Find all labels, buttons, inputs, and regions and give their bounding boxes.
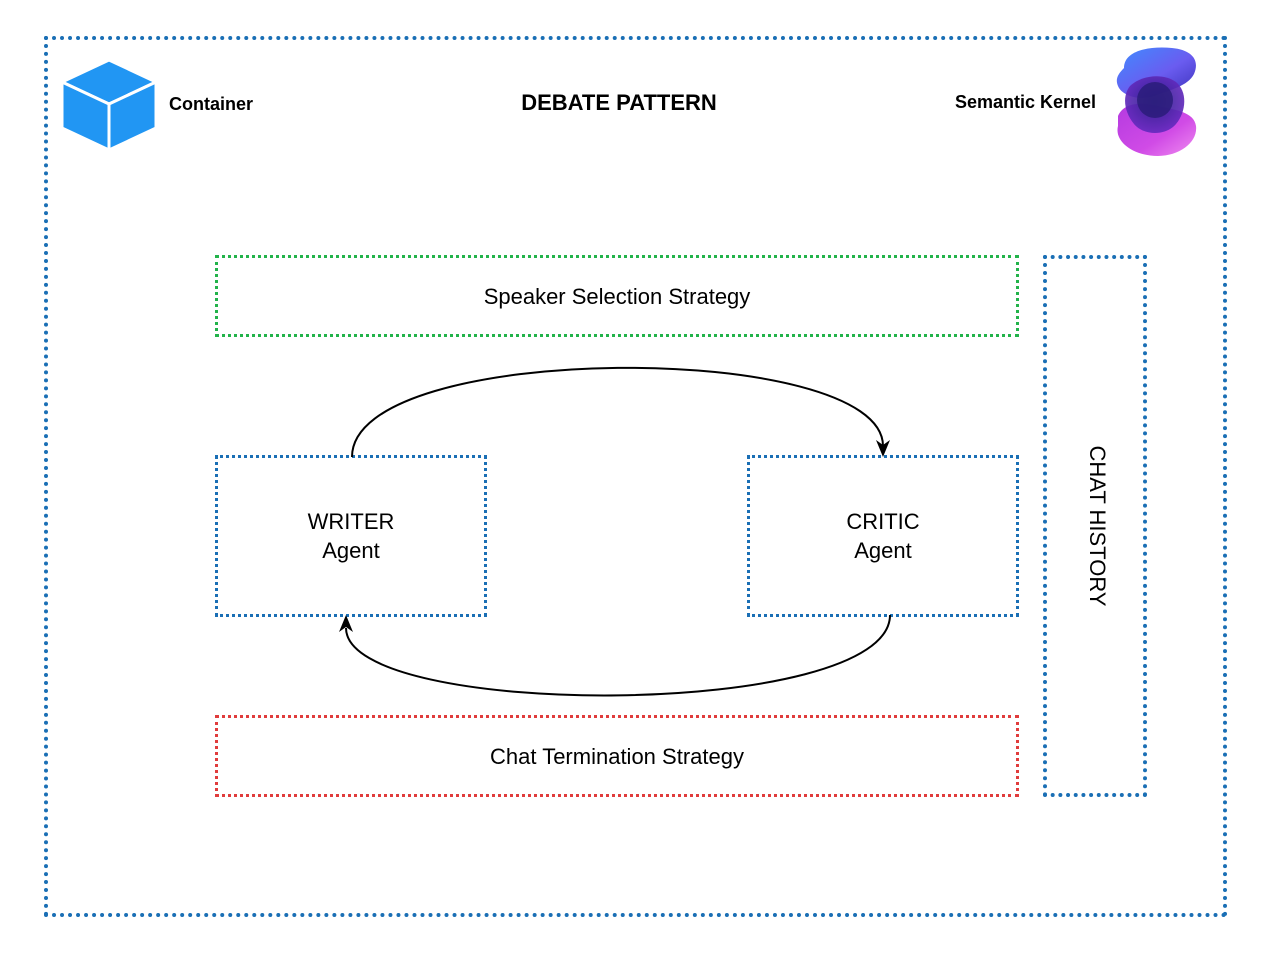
chat-history-label: CHAT HISTORY [1085,445,1110,607]
critic-agent-subtitle: Agent [854,538,912,563]
container-boundary [44,36,1227,917]
cube-icon [60,58,158,157]
semantic-kernel-label: Semantic Kernel [954,92,1096,112]
container-label: Container [169,94,254,114]
chat-history-box [1043,255,1147,797]
writer-agent-title: WRITER [307,509,395,534]
chat-termination-strategy-label: Chat Termination Strategy [490,743,744,769]
writer-agent-box: WRITER Agent [215,455,487,617]
speaker-selection-strategy-label: Speaker Selection Strategy [483,283,751,309]
critic-agent-box: CRITIC Agent [747,455,1019,617]
chat-termination-strategy-box: Chat Termination Strategy [215,715,1019,797]
critic-agent-title: CRITIC [846,509,920,534]
diagram-title: DEBATE PATTERN [521,90,717,115]
semantic-kernel-logo-icon [1110,46,1200,163]
writer-agent-subtitle: Agent [322,538,380,563]
speaker-selection-strategy-box: Speaker Selection Strategy [215,255,1019,337]
